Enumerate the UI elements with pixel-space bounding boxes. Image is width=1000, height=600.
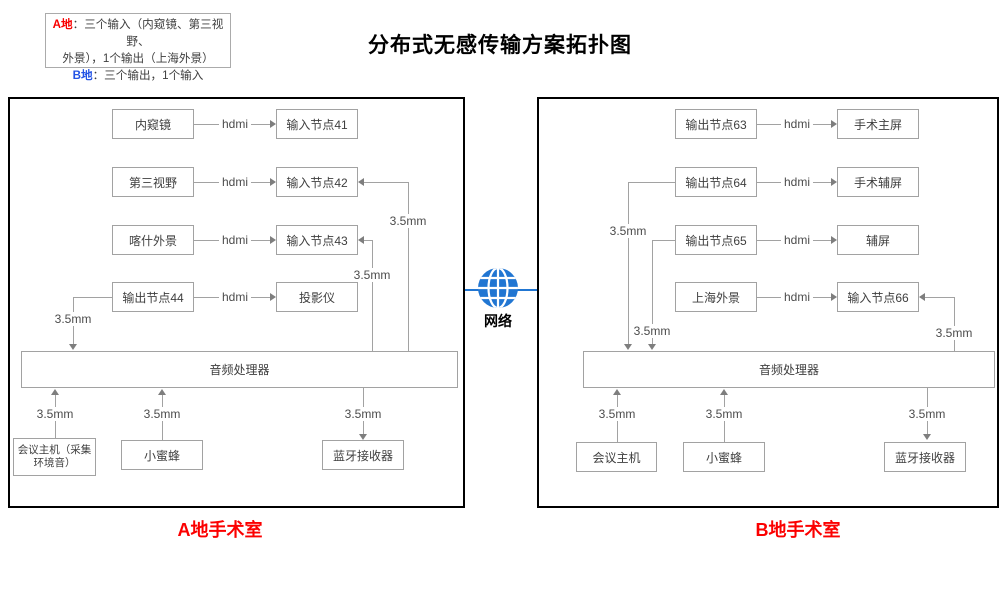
arrowhead-right	[831, 120, 837, 128]
audio-35mm-label: 3.5mm	[350, 268, 394, 282]
audio-35mm-label: 3.5mm	[33, 407, 77, 421]
connector-line	[925, 297, 954, 298]
arrowhead-left	[358, 236, 364, 244]
box-input-node-42: 输入节点42	[276, 167, 358, 197]
connector-line	[372, 240, 373, 351]
box-kashgar-view: 喀什外景	[112, 225, 194, 255]
box-wireless-mic-b: 小蜜蜂	[683, 442, 765, 472]
arrowhead-left	[919, 293, 925, 301]
box-aux-screen: 辅屏	[837, 225, 919, 255]
legend-a-text1: ：三个输入（内窥镜、第三视野、	[72, 18, 224, 48]
connector-line	[628, 182, 629, 344]
box-input-node-41: 输入节点41	[276, 109, 358, 139]
audio-35mm-label: 3.5mm	[386, 214, 430, 228]
globe-icon	[478, 268, 518, 308]
arrowhead-up	[720, 389, 728, 395]
arrowhead-up	[51, 389, 59, 395]
audio-35mm-label: 3.5mm	[630, 324, 674, 338]
arrowhead-right	[270, 293, 276, 301]
box-shanghai-view: 上海外景	[675, 282, 757, 312]
arrowhead-right	[831, 236, 837, 244]
legend-line-b: B地：三个输出，1个输入	[46, 67, 230, 84]
audio-35mm-label: 3.5mm	[606, 224, 650, 238]
arrowhead-down	[923, 434, 931, 440]
hdmi-label: hdmi	[218, 175, 252, 189]
connector-line	[73, 297, 112, 298]
connector-line	[652, 240, 675, 241]
hdmi-label: hdmi	[218, 233, 252, 247]
audio-35mm-label: 3.5mm	[905, 407, 949, 421]
box-output-node-64: 输出节点64	[675, 167, 757, 197]
connector-line	[408, 182, 409, 351]
arrowhead-down	[359, 434, 367, 440]
legend-line-a1: A地：三个输入（内窥镜、第三视野、	[46, 16, 230, 50]
hdmi-label: hdmi	[218, 290, 252, 304]
box-audio-processor-b: 音频处理器	[583, 351, 995, 388]
connector-line	[364, 240, 373, 241]
box-third-view: 第三视野	[112, 167, 194, 197]
box-conference-host-b: 会议主机	[576, 442, 657, 472]
hdmi-label: hdmi	[780, 233, 814, 247]
box-output-node-65: 输出节点65	[675, 225, 757, 255]
network-label: 网络	[484, 313, 512, 329]
audio-35mm-label: 3.5mm	[595, 407, 639, 421]
box-projector: 投影仪	[276, 282, 358, 312]
box-surgery-aux-screen: 手术辅屏	[837, 167, 919, 197]
audio-35mm-label: 3.5mm	[702, 407, 746, 421]
audio-35mm-label: 3.5mm	[140, 407, 184, 421]
arrowhead-down	[648, 344, 656, 350]
box-wireless-mic-a: 小蜜蜂	[121, 440, 203, 470]
arrowhead-right	[831, 178, 837, 186]
site-b-panel	[537, 97, 999, 508]
box-endoscope: 内窥镜	[112, 109, 194, 139]
box-conference-host-a: 会议主机（采集环境音）	[13, 438, 96, 476]
audio-35mm-label: 3.5mm	[51, 312, 95, 326]
arrowhead-left	[358, 178, 364, 186]
box-output-node-44: 输出节点44	[112, 282, 194, 312]
legend-b-text: ：三个输出，1个输入	[92, 69, 204, 82]
audio-35mm-label: 3.5mm	[932, 326, 976, 340]
box-input-node-66: 输入节点66	[837, 282, 919, 312]
box-output-node-63: 输出节点63	[675, 109, 757, 139]
arrowhead-up	[158, 389, 166, 395]
box-bluetooth-receiver-b: 蓝牙接收器	[884, 442, 966, 472]
arrowhead-right	[831, 293, 837, 301]
legend-line-a2: 外景），1个输出（上海外景）	[62, 52, 214, 65]
legend-a-label: A地	[52, 18, 73, 31]
connector-line	[652, 240, 653, 344]
hdmi-label: hdmi	[780, 290, 814, 304]
hdmi-label: hdmi	[218, 117, 252, 131]
arrowhead-down	[69, 344, 77, 350]
site-a-caption: A地手术室	[177, 520, 263, 540]
hdmi-label: hdmi	[780, 117, 814, 131]
connector-line	[364, 182, 409, 183]
box-surgery-main-screen: 手术主屏	[837, 109, 919, 139]
audio-35mm-label: 3.5mm	[341, 407, 385, 421]
arrowhead-right	[270, 120, 276, 128]
arrowhead-right	[270, 178, 276, 186]
site-b-caption: B地手术室	[755, 520, 841, 540]
box-bluetooth-receiver-a: 蓝牙接收器	[322, 440, 404, 470]
legend-b-label: B地	[72, 69, 93, 82]
arrowhead-down	[624, 344, 632, 350]
box-input-node-43: 输入节点43	[276, 225, 358, 255]
legend-box: A地：三个输入（内窥镜、第三视野、 外景），1个输出（上海外景） B地：三个输出…	[45, 13, 231, 82]
connector-line	[954, 297, 955, 351]
arrowhead-right	[270, 236, 276, 244]
hdmi-label: hdmi	[780, 175, 814, 189]
connector-line	[628, 182, 675, 183]
box-audio-processor-a: 音频处理器	[21, 351, 458, 388]
diagram-title: 分布式无感传输方案拓扑图	[368, 34, 632, 57]
arrowhead-up	[613, 389, 621, 395]
